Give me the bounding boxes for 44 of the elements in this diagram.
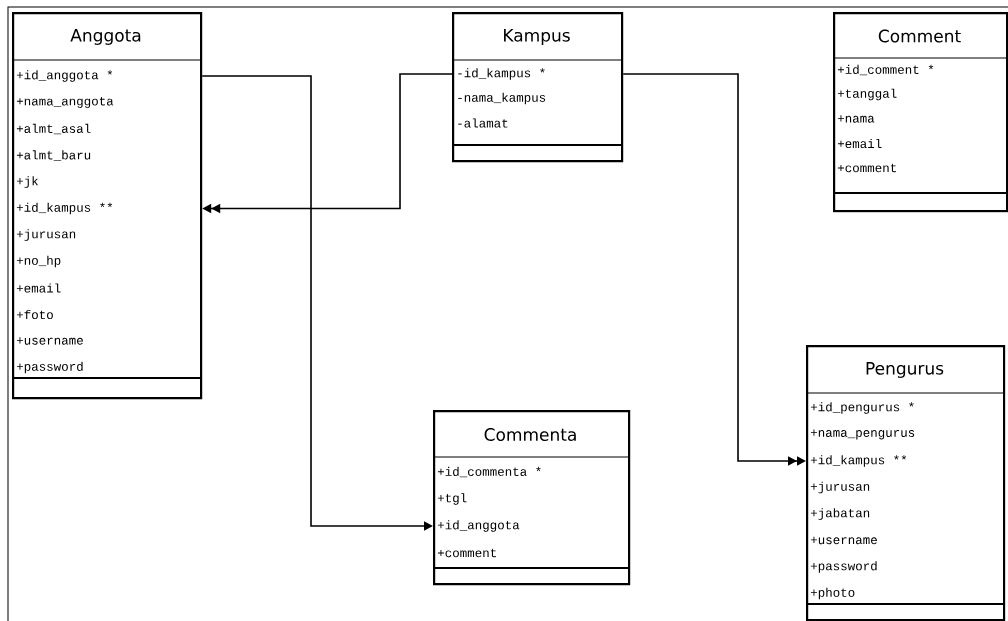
- attribute-text: -id_kampus *: [458, 68, 545, 80]
- attribute-text: +username: [16, 337, 83, 345]
- class-box: [451, 12, 624, 163]
- attribute-text: +jabatan: [810, 508, 870, 520]
- attribute-text: +email: [837, 138, 882, 149]
- attribute-text: +id_anggota *: [16, 70, 113, 82]
- attribute-text: +no_hp: [16, 255, 61, 268]
- class-name: Commenta: [484, 428, 576, 441]
- class-name: Comment: [878, 29, 961, 43]
- attribute-text: +email: [16, 283, 61, 293]
- attribute-text: +password: [810, 561, 877, 573]
- class-box: [832, 12, 1008, 213]
- attribute-text: -alamat: [458, 118, 508, 128]
- attribute-text: +comment: [837, 163, 896, 173]
- attribute-text: +nama_pengurus: [810, 429, 915, 440]
- class-name: Anggota: [70, 29, 141, 45]
- attribute-text: +jurusan: [810, 481, 870, 494]
- attribute-text: +id_kampus **: [810, 455, 907, 467]
- attribute-text: +tgl: [437, 493, 467, 505]
- class-box: [11, 12, 203, 400]
- attribute-text: +nama: [837, 115, 875, 123]
- attribute-text: +almt_baru: [16, 150, 91, 161]
- attribute-text: +id_anggota: [437, 520, 520, 532]
- connector-arrow: [622, 73, 806, 466]
- attribute-text: +tanggal: [837, 88, 897, 101]
- attribute-text: +id_comment *: [837, 64, 934, 76]
- connector-arrow: [201, 75, 433, 531]
- attribute-text: +foto: [16, 309, 53, 320]
- attribute-text: +password: [16, 361, 83, 374]
- attribute-text: +jurusan: [16, 229, 76, 241]
- attribute-text: +comment: [437, 548, 496, 558]
- attribute-text: +almt_asal: [16, 123, 91, 135]
- attribute-text: +username: [810, 536, 877, 545]
- attribute-text: +id_pengurus *: [810, 402, 914, 414]
- class-name: Kampus: [504, 29, 570, 45]
- class-box: [805, 345, 1006, 621]
- attribute-text: +id_commenta *: [437, 466, 541, 478]
- attribute-text: -nama_kampus: [458, 92, 546, 105]
- class-name: Pengurus: [866, 362, 944, 378]
- attribute-text: +nama_anggota: [16, 97, 114, 108]
- attribute-text: +jk: [16, 176, 39, 188]
- class-box: [432, 410, 631, 586]
- attribute-text: +photo: [810, 587, 855, 600]
- attribute-text: +id_kampus **: [16, 202, 113, 215]
